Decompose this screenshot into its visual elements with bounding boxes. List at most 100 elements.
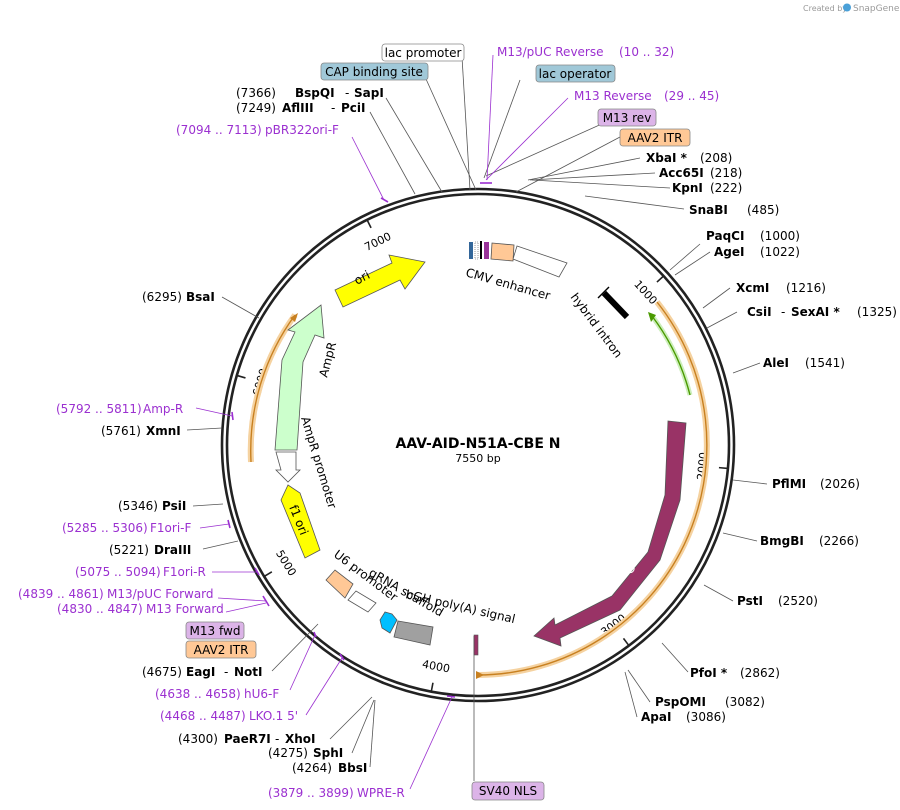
tick-mark <box>263 571 273 578</box>
tick-mark <box>656 275 665 283</box>
svg-text:WPRE-R: WPRE-R <box>357 786 405 800</box>
svg-text:M13/pUC Forward: M13/pUC Forward <box>107 587 214 601</box>
ampr-promoter-label: AmpR promoter <box>298 415 339 510</box>
svg-text:(4468 .. 4487): (4468 .. 4487) <box>160 709 246 723</box>
enzyme-labels-right: XbaI * (208) Acc65I (218) KpnI (222) Sna… <box>641 151 897 724</box>
svg-text:(4638 .. 4658): (4638 .. 4658) <box>155 687 241 701</box>
svg-text:(3082): (3082) <box>725 695 765 709</box>
svg-text:-: - <box>331 101 335 115</box>
svg-text:(5346): (5346) <box>118 499 158 513</box>
cas9-feature: Cas9(N) <box>533 420 687 647</box>
svg-text:SapI: SapI <box>354 86 384 100</box>
box-cap-site: CAP binding site <box>320 62 429 81</box>
hybrid-intron-label: hybrid intron <box>568 290 626 360</box>
svg-text:(218): (218) <box>710 166 742 180</box>
box-lac-operator: lac operator <box>535 64 616 83</box>
ori-label: ori <box>352 268 373 288</box>
cmv-feature: CMV enhancer <box>464 245 568 303</box>
svg-text:EagI: EagI <box>186 665 215 679</box>
svg-text:F1ori-F: F1ori-F <box>150 521 191 535</box>
svg-text:(5761): (5761) <box>101 424 141 438</box>
svg-text:pBR322ori-F: pBR322ori-F <box>265 123 339 137</box>
svg-text:M13 Forward: M13 Forward <box>146 602 224 616</box>
svg-text:(5792 .. 5811): (5792 .. 5811) <box>56 402 142 416</box>
svg-text:M13/pUC Reverse: M13/pUC Reverse <box>497 45 604 59</box>
cmv-label: CMV enhancer <box>464 265 552 303</box>
svg-text:(7366): (7366) <box>236 86 276 100</box>
svg-text:PciI: PciI <box>341 101 366 115</box>
svg-text:PspOMI: PspOMI <box>655 695 706 709</box>
svg-text:AAV2 ITR: AAV2 ITR <box>628 131 683 145</box>
svg-text:M13 Reverse: M13 Reverse <box>574 89 652 103</box>
svg-text:AgeI: AgeI <box>714 245 744 259</box>
svg-text:(3086): (3086) <box>686 710 726 724</box>
svg-text:SexAI *: SexAI * <box>791 305 840 319</box>
svg-text:(4300): (4300) <box>178 732 218 746</box>
svg-text:(5285 .. 5306): (5285 .. 5306) <box>62 521 148 535</box>
snapgene-logo-icon <box>843 3 851 12</box>
itr-top-feature <box>490 242 515 262</box>
ampr-label: AmpR <box>316 341 339 379</box>
box-itr-top: AAV2 ITR <box>619 128 691 147</box>
svg-text:XcmI: XcmI <box>736 281 769 295</box>
svg-text:XmnI: XmnI <box>146 424 181 438</box>
svg-text:(1022): (1022) <box>760 245 800 259</box>
svg-text:SphI: SphI <box>313 746 343 760</box>
svg-text:(1541): (1541) <box>805 356 845 370</box>
svg-text:AAV2 ITR: AAV2 ITR <box>194 643 249 657</box>
svg-text:PfoI *: PfoI * <box>690 666 728 680</box>
svg-text:(208): (208) <box>700 151 732 165</box>
svg-text:(4839 .. 4861): (4839 .. 4861) <box>18 587 104 601</box>
watermark-text: Created by <box>803 4 847 13</box>
svg-text:CsiI: CsiI <box>747 305 772 319</box>
svg-text:(10 .. 32): (10 .. 32) <box>619 45 674 59</box>
svg-text:M13 fwd: M13 fwd <box>190 624 241 638</box>
bgh-feature: bGH poly(A) signal <box>393 587 517 646</box>
box-lac-promoter: lac promoter <box>381 43 465 62</box>
svg-text:(5075 .. 5094): (5075 .. 5094) <box>75 565 161 579</box>
tick-mark <box>622 637 630 647</box>
svg-text:-: - <box>224 665 228 679</box>
backbone <box>220 187 736 703</box>
tick-mark <box>430 682 434 692</box>
box-m13-rev: M13 rev <box>597 108 657 127</box>
tick-label: 5000 <box>273 548 299 579</box>
svg-text:BsaI: BsaI <box>186 290 215 304</box>
svg-text:(485): (485) <box>747 203 779 217</box>
svg-text:(4830 .. 4847): (4830 .. 4847) <box>57 602 143 616</box>
svg-text:(4275): (4275) <box>268 746 308 760</box>
svg-text:XhoI: XhoI <box>285 732 316 746</box>
svg-text:XbaI *: XbaI * <box>646 151 688 165</box>
svg-text:(2862): (2862) <box>740 666 780 680</box>
green-outer-arc <box>648 312 693 396</box>
hybrid-intron-feature: hybrid intron <box>568 286 630 361</box>
svg-text:SV40 NLS: SV40 NLS <box>479 784 537 798</box>
svg-text:(29 .. 45): (29 .. 45) <box>664 89 719 103</box>
lac-feature-blocks <box>469 241 489 260</box>
primer-leader-lines <box>195 54 569 790</box>
svg-text:PflMI: PflMI <box>772 477 806 491</box>
svg-text:ori: ori <box>352 268 373 288</box>
svg-text:KpnI: KpnI <box>672 181 703 195</box>
svg-text:SnaBI: SnaBI <box>689 203 728 217</box>
svg-text:ApaI: ApaI <box>641 710 671 724</box>
sv40-feature <box>473 634 479 656</box>
svg-text:(1325): (1325) <box>857 305 897 319</box>
svg-text:(4264): (4264) <box>292 761 332 775</box>
svg-text:(5221): (5221) <box>109 543 149 557</box>
svg-text:(2026): (2026) <box>820 477 860 491</box>
plasmid-name: AAV-AID-N51A-CBE N <box>395 436 560 452</box>
f1ori-feature: f1 ori <box>280 484 321 559</box>
tick-mark <box>366 219 372 229</box>
svg-text:(4675): (4675) <box>142 665 182 679</box>
leader-lines <box>186 56 768 781</box>
ori-feature: ori <box>334 254 426 308</box>
svg-text:(1000): (1000) <box>760 229 800 243</box>
svg-text:(1216): (1216) <box>786 281 826 295</box>
tick-mark <box>718 466 728 470</box>
tick-label: 1000 <box>631 278 659 307</box>
svg-text:M13 rev: M13 rev <box>603 111 652 125</box>
itr-outer-arc <box>476 300 710 679</box>
svg-text:lac operator: lac operator <box>539 67 612 81</box>
